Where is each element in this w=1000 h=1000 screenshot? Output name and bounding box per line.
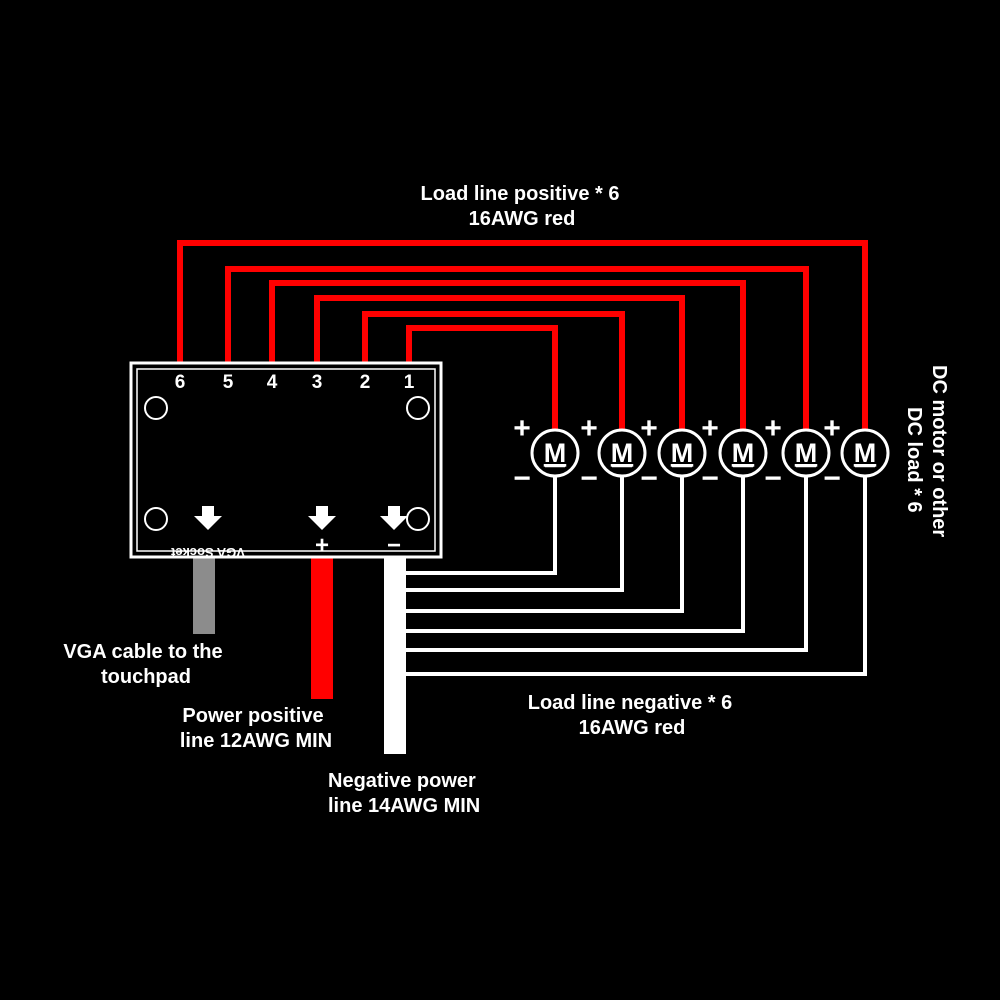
power-positive-label-line2: line 12AWG MIN xyxy=(180,730,332,752)
board-minus-sign: − xyxy=(387,532,401,559)
motor-symbol: M xyxy=(854,438,877,468)
mount-hole-icon xyxy=(406,507,430,531)
motor-plus-sign: + xyxy=(640,412,658,445)
motor-symbol: M xyxy=(795,438,818,468)
terminal-label: 1 xyxy=(404,372,415,393)
dc-load-label: DC motor or other DC load * 6 xyxy=(903,365,950,537)
motor-icon xyxy=(530,428,580,478)
motor-minus-sign: − xyxy=(701,462,719,495)
positive-wire-4 xyxy=(269,280,746,429)
motor-symbol: M xyxy=(671,438,694,468)
motor-icon xyxy=(781,428,831,478)
dc-load-label-line1: DC motor or other xyxy=(928,365,950,537)
terminal-label: 3 xyxy=(312,372,323,393)
motor-icon xyxy=(597,428,647,478)
motor-plus-sign: + xyxy=(823,412,841,445)
motor-symbol: M xyxy=(611,438,634,468)
terminal-label: 2 xyxy=(360,372,371,393)
motor-icon xyxy=(718,428,768,478)
mount-hole-icon xyxy=(144,507,168,531)
motor: M + − xyxy=(640,412,707,495)
motor-plus-sign: + xyxy=(580,412,598,445)
motor-minus-sign: − xyxy=(640,462,658,495)
motor-minus-sign: − xyxy=(823,462,841,495)
negative-wire-3 xyxy=(395,477,684,613)
vga-cable xyxy=(193,556,215,634)
positive-wire-2 xyxy=(362,311,625,429)
motor-plus-sign: + xyxy=(764,412,782,445)
vga-socket-label: VGA Socket xyxy=(170,545,245,560)
motor-minus-sign: − xyxy=(580,462,598,495)
positive-wire-1 xyxy=(406,325,558,429)
negative-load-wires xyxy=(395,477,867,676)
board-plus-sign: + xyxy=(315,532,329,559)
positive-wire-3 xyxy=(314,295,685,429)
terminal-label: 4 xyxy=(267,372,278,393)
motor: M + − xyxy=(764,412,831,495)
negative-wire-6 xyxy=(395,477,867,676)
negative-wire-4 xyxy=(395,477,745,633)
positive-down-arrow-icon xyxy=(308,506,336,530)
power-positive-label-line1: Power positive xyxy=(182,705,323,727)
negative-down-arrow-icon xyxy=(380,506,408,530)
motor: M + − xyxy=(701,412,768,495)
mount-hole-icon xyxy=(144,396,168,420)
negative-wire-1 xyxy=(395,477,557,575)
motor-icon xyxy=(657,428,707,478)
motor-group: M+−M+−M+−M+−M+−M+− xyxy=(513,412,890,495)
load-negative-label-line2: 16AWG red xyxy=(579,717,686,739)
vga-down-arrow-icon xyxy=(194,506,222,530)
power-negative-cable xyxy=(384,556,406,754)
load-negative-label-line1: Load line negative * 6 xyxy=(528,692,733,714)
positive-wire-6 xyxy=(177,240,868,429)
vga-cable-label-line1: VGA cable to the xyxy=(63,641,222,663)
dc-load-label-line2: DC load * 6 xyxy=(903,407,925,513)
negative-wire-2 xyxy=(395,477,624,592)
vga-cable-label-line2: touchpad xyxy=(101,666,191,688)
motor: M + − xyxy=(513,412,580,495)
terminal-label: 5 xyxy=(223,372,234,393)
terminal-label: 6 xyxy=(175,372,186,393)
motor-plus-sign: + xyxy=(513,412,531,445)
load-positive-label-line2: 16AWG red xyxy=(469,208,576,230)
power-negative-label-line1: Negative power xyxy=(328,770,476,792)
motor-plus-sign: + xyxy=(701,412,719,445)
power-positive-cable xyxy=(311,556,333,699)
motor-symbol: M xyxy=(544,438,567,468)
motor-minus-sign: − xyxy=(513,462,531,495)
load-positive-label-line1: Load line positive * 6 xyxy=(421,183,620,205)
motor: M + − xyxy=(580,412,647,495)
mount-hole-icon xyxy=(406,396,430,420)
board-inner-outline xyxy=(136,368,436,552)
motor-icon xyxy=(840,428,890,478)
motor-symbol: M xyxy=(732,438,755,468)
power-negative-label-line2: line 14AWG MIN xyxy=(328,795,480,817)
controller-board: 6 5 4 3 2 1 VGA Socket + − xyxy=(129,361,443,560)
motor: M + − xyxy=(823,412,890,495)
negative-wire-5 xyxy=(395,477,808,652)
motor-minus-sign: − xyxy=(764,462,782,495)
positive-load-wires xyxy=(177,240,868,429)
positive-wire-5 xyxy=(225,266,809,429)
